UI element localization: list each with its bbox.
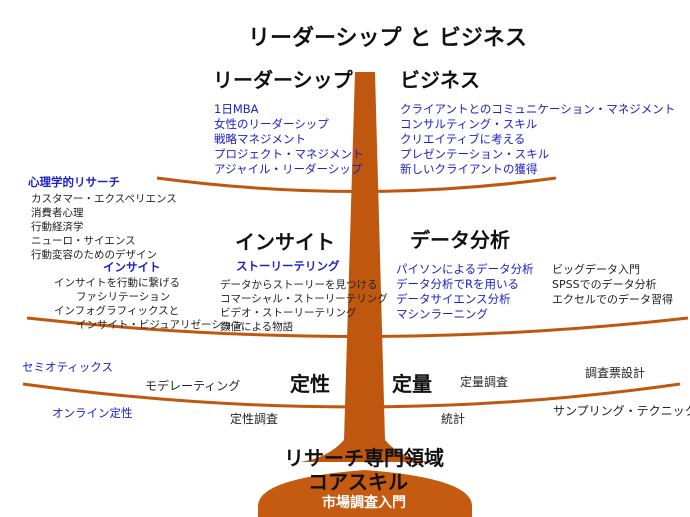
psych-heading: 心理学的リサーチ <box>28 175 120 189</box>
storytelling-item: ビデオ・ストーリーテリング <box>220 307 357 319</box>
core-skill-label: コアスキル <box>308 470 408 494</box>
statistics-label: 統計 <box>441 412 466 426</box>
qualitative-heading: 定性 <box>290 372 330 396</box>
research-domain-label: リサーチ専門領域 <box>284 446 444 470</box>
psych-list: カスタマー・エクスペリエンス 消費者心理 行動経済学 ニューロ・サイエンス 行動… <box>31 192 177 262</box>
leadership-item: アジャイル・リーダーシップ <box>214 162 363 176</box>
psych-item: カスタマー・エクスペリエンス <box>31 193 177 205</box>
business-heading: ビジネス <box>400 68 480 92</box>
insight-sub-heading: インサイト <box>103 260 161 274</box>
leadership-item: 女性のリーダーシップ <box>214 117 329 131</box>
qualitative-research-label: 定性調査 <box>230 412 279 426</box>
data-analysis-item: ビッグデータ入門 <box>552 263 640 276</box>
semiotics-label: セミオティックス <box>22 360 113 374</box>
base-mound <box>258 470 472 517</box>
insight-heading: インサイト <box>235 230 335 254</box>
data-analysis-item: データ分析でRを用いる <box>396 277 519 291</box>
quantitative-heading: 定量 <box>392 372 432 396</box>
storytelling-heading: ストーリーテリング <box>236 259 340 273</box>
insight-sub-item: インサイト・ビジュアリゼーション <box>76 319 243 331</box>
storytelling-item: 数値による物語 <box>220 321 294 333</box>
business-list: クライアントとのコミュニケーション・マネジメント コンサルティング・スキル クリ… <box>400 102 675 177</box>
data-analysis-item: SPSSでのデータ分析 <box>552 278 657 291</box>
data-analysis-heading: データ分析 <box>410 228 510 252</box>
online-qualitative-label: オンライン定性 <box>52 406 133 420</box>
storytelling-item: コマーシャル・ストーリーテリング <box>220 293 388 305</box>
insight-sub-list: インサイトを行動に繋げる ファシリテーション インフォグラフィックスと インサイ… <box>48 276 243 332</box>
business-item: コンサルティング・スキル <box>400 117 538 131</box>
data-analysis-blue-list: パイソンによるデータ分析 データ分析でRを用いる データサイエンス分析 マシンラ… <box>396 262 534 322</box>
data-analysis-black-list: ビッグデータ入門 SPSSでのデータ分析 エクセルでのデータ習得 <box>552 262 673 307</box>
psych-item: 行動経済学 <box>31 221 84 233</box>
data-analysis-item: エクセルでのデータ習得 <box>552 293 673 306</box>
insight-sub-item: ファシリテーション <box>76 291 171 303</box>
quantitative-survey-label: 定量調査 <box>460 375 509 389</box>
leadership-list: 1日MBA 女性のリーダーシップ 戦略マネジメント プロジェクト・マネジメント … <box>214 102 364 177</box>
storytelling-item: データからストーリーを見つける <box>220 279 378 291</box>
leadership-item: プロジェクト・マネジメント <box>214 147 364 161</box>
intro-market-research-label: 市場調査入門 <box>322 495 406 511</box>
moderating-label: モデレーティング <box>145 379 241 393</box>
business-item: プレゼンテーション・スキル <box>400 147 550 161</box>
business-item: 新しいクライアントの獲得 <box>400 162 538 176</box>
storytelling-list: データからストーリーを見つける コマーシャル・ストーリーテリング ビデオ・ストー… <box>220 278 388 334</box>
leadership-item: 戦略マネジメント <box>214 132 306 146</box>
leadership-heading: リーダーシップ <box>213 68 353 92</box>
psych-item: 行動変容のためのデザイン <box>31 249 157 261</box>
business-item: クライアントとのコミュニケーション・マネジメント <box>400 102 676 116</box>
questionnaire-label: 調査票設計 <box>585 366 646 380</box>
insight-sub-item: インフォグラフィックスと <box>54 305 180 317</box>
psych-item: 消費者心理 <box>31 207 84 219</box>
data-analysis-item: マシンラーニング <box>396 307 488 321</box>
leadership-item: 1日MBA <box>214 102 259 116</box>
data-analysis-item: パイソンによるデータ分析 <box>396 262 534 276</box>
sampling-label: サンプリング・テクニック <box>553 404 690 418</box>
data-analysis-item: データサイエンス分析 <box>396 292 511 306</box>
business-item: クリエイティブに考える <box>400 132 526 146</box>
trunk <box>300 72 430 462</box>
insight-sub-item: インサイトを行動に繋げる <box>54 277 180 289</box>
psych-item: ニューロ・サイエンス <box>31 235 136 247</box>
diagram-title: リーダーシップ と ビジネス <box>248 26 527 51</box>
